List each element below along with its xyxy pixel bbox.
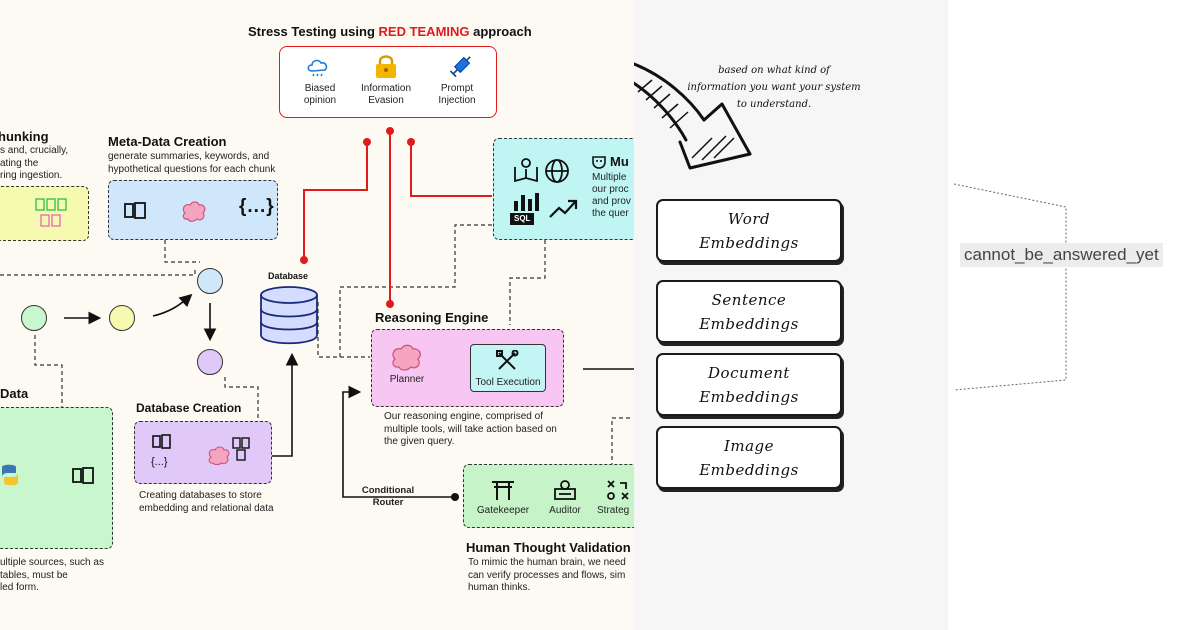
image-embeddings-card: Image Embeddings — [656, 426, 842, 489]
reasoning-desc-line: the given query. — [384, 436, 455, 447]
note-line: based on what kind of — [718, 65, 830, 76]
tool-execution-label: Tool Execution — [475, 377, 541, 388]
tool-execution-box: Tool Execution — [470, 344, 546, 392]
chunking-desc-line: ring ingestion. — [0, 170, 63, 181]
validation-desc-line: can verify processes and flows, sim — [468, 569, 626, 581]
document-embeddings-line1: Document — [708, 363, 790, 382]
flow-node-blue — [197, 268, 223, 294]
reasoning-engine-title: Reasoning Engine — [375, 310, 489, 325]
biased-opinion-line2: opinion — [303, 95, 337, 106]
db-creation-desc-line: Creating databases to store — [139, 490, 262, 501]
planner-label: Planner — [389, 374, 425, 385]
router-line2: Router — [372, 497, 404, 508]
prompt-injection-label: Prompt Injection — [426, 83, 488, 107]
multi-desc-line: Multiple — [592, 172, 627, 183]
database-creation-box: {...} — [134, 421, 272, 484]
sql-label: SQL — [514, 214, 531, 223]
architecture-diagram-panel: Stress Testing using RED TEAMING approac… — [0, 0, 634, 630]
router-line1: Conditional — [361, 485, 415, 496]
multi-desc-line: and prov — [592, 196, 631, 207]
image-embeddings-line1: Image — [723, 436, 775, 455]
embeddings-note: based on what kind of information you wa… — [674, 62, 874, 113]
metadata-desc-line: generate summaries, keywords, and — [108, 151, 270, 162]
validation-desc-line: To mimic the human brain, we need — [468, 557, 626, 568]
word-embeddings-line2: Embeddings — [699, 233, 799, 252]
projection-lines — [953, 183, 1067, 391]
reasoning-desc-line: Our reasoning engine, comprised of — [384, 411, 543, 422]
note-line: to understand. — [736, 99, 812, 110]
red-teaming-title-suffix: approach — [469, 24, 532, 39]
biased-opinion-line1: Biased — [304, 83, 336, 94]
database-creation-description: Creating databases to store embedding an… — [139, 490, 274, 515]
human-thought-validation-title: Human Thought Validation — [466, 540, 631, 555]
data-sources-box — [0, 407, 113, 549]
sentence-embeddings-card: Sentence Embeddings — [656, 280, 842, 343]
biased-opinion-label: Biased opinion — [290, 83, 350, 107]
gatekeeper-label: Gatekeeper — [476, 505, 530, 516]
validation-description: To mimic the human brain, we need can ve… — [468, 557, 626, 595]
red-teaming-title-prefix: Stress Testing using — [248, 24, 379, 39]
red-teaming-box: Biased opinion Information Evasion Promp… — [279, 46, 497, 118]
red-teaming-title: Stress Testing using RED TEAMING approac… — [248, 24, 532, 39]
metadata-desc-line: hypothetical questions for each chunk — [108, 163, 276, 175]
chunking-desc-line: ating the — [0, 157, 39, 169]
cannot-be-answered-tag: cannot_be_answered_yet — [960, 243, 1163, 267]
metadata-creation-box: {...} — [108, 180, 278, 240]
metadata-creation-description: generate summaries, keywords, and hypoth… — [108, 151, 275, 176]
db-braces-icon: {...} — [151, 456, 168, 468]
metadata-creation-title: Meta-Data Creation — [108, 134, 227, 149]
multi-desc-line: the quer — [592, 208, 629, 219]
word-embeddings-line1: Word — [727, 209, 771, 228]
braces-icon: {...} — [239, 196, 275, 217]
reasoning-engine-box: Planner Tool Execution — [371, 329, 564, 407]
data-title: Data — [0, 386, 29, 401]
sketch-arrow-icon — [634, 62, 752, 170]
validation-desc-line: human thinks. — [468, 582, 531, 593]
multi-source-title: Mu — [610, 154, 629, 169]
red-teaming-title-highlight: RED TEAMING — [378, 24, 470, 39]
flow-node-green — [21, 305, 47, 331]
multi-source-description: Multiple our proc and prov the quer — [592, 172, 631, 220]
sentence-embeddings-line2: Embeddings — [699, 314, 799, 333]
multi-desc-line: our proc — [592, 184, 629, 195]
chunking-box — [0, 186, 89, 241]
database-creation-title: Database Creation — [136, 401, 242, 415]
prompt-injection-line1: Prompt — [440, 83, 474, 94]
document-embeddings-line2: Embeddings — [699, 387, 799, 406]
data-desc-line: tables, must be — [0, 569, 68, 581]
chunking-desc-line: s and, crucially, — [0, 145, 69, 156]
information-evasion-line1: Information — [360, 83, 412, 94]
strategy-label: Strateg — [597, 505, 630, 516]
data-desc-line: ultiple sources, such as — [0, 557, 104, 568]
embeddings-panel: based on what kind of information you wa… — [634, 0, 948, 630]
reasoning-desc-line: multiple tools, will take action based o… — [384, 423, 557, 435]
chunking-description: s and, crucially, ating the ring ingesti… — [0, 145, 68, 183]
conditional-router-label: Conditional Router — [355, 485, 421, 509]
db-creation-desc-line: embedding and relational data — [139, 502, 274, 514]
data-desc-line: led form. — [0, 582, 39, 593]
multi-source-box: SQL Mu Multiple our proc and prov the qu… — [493, 138, 634, 240]
database-label: Database — [268, 271, 309, 281]
image-embeddings-line2: Embeddings — [699, 460, 799, 479]
information-evasion-line2: Evasion — [368, 95, 404, 106]
validation-box: Gatekeeper Auditor Strateg — [463, 464, 634, 528]
flow-node-purple — [197, 349, 223, 375]
right-panel: cannot_be_answered_yet — [948, 0, 1200, 630]
note-line: information you want your system — [687, 82, 861, 93]
information-evasion-label: Information Evasion — [352, 83, 420, 107]
prompt-injection-line2: Injection — [438, 95, 476, 106]
sentence-embeddings-line1: Sentence — [711, 290, 787, 309]
word-embeddings-card: Word Embeddings — [656, 199, 842, 262]
flow-node-yellow — [109, 305, 135, 331]
document-embeddings-card: Document Embeddings — [656, 353, 842, 416]
data-sources-description: ultiple sources, such as tables, must be… — [0, 557, 104, 595]
chunking-title: hunking — [0, 129, 49, 144]
auditor-label: Auditor — [549, 505, 581, 516]
reasoning-engine-description: Our reasoning engine, comprised of multi… — [384, 411, 557, 449]
